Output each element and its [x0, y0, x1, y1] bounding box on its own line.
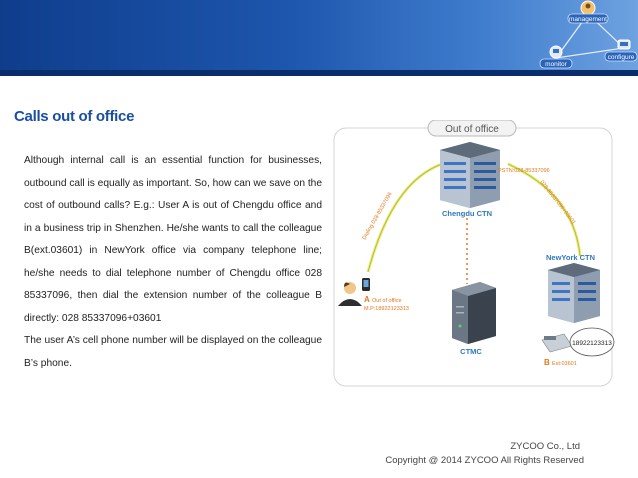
- pstn-label: PSTN:028-85337096: [498, 168, 550, 174]
- calls-out-of-office-diagram: Out of office Dialing 028-85337096 028-8…: [333, 120, 615, 387]
- forward-label: 028-85337096+03601: [538, 180, 576, 226]
- topology-triangle: [554, 13, 626, 59]
- chengdu-label: Chengdu CTN: [442, 209, 492, 218]
- management-pill: [567, 13, 609, 24]
- configure-label: configure: [608, 54, 635, 61]
- body-paragraph-1: Although internal call is an essential f…: [24, 155, 322, 324]
- user-a-status: Out of office: [372, 298, 402, 304]
- user-a-person-icon: [338, 282, 362, 306]
- monitor-label: monitor: [545, 61, 568, 68]
- monitor-node-icon: [549, 45, 563, 59]
- chengdu-building-icon: [440, 142, 500, 208]
- body-text: Although internal call is an essential f…: [24, 150, 322, 375]
- out-of-office-title: Out of office: [445, 124, 499, 135]
- dialing-arc-edge: [367, 163, 443, 273]
- user-b-desk-phone-icon: [541, 333, 573, 353]
- configure-node-icon: [617, 39, 631, 50]
- body-paragraph-2: The user A’s cell phone number will be d…: [24, 335, 322, 369]
- ctmc-label: CTMC: [460, 347, 482, 356]
- header-band: [0, 70, 638, 76]
- user-a-letter: A: [364, 295, 370, 304]
- user-b-letter: B: [544, 358, 550, 367]
- newyork-building-icon: [548, 263, 600, 323]
- management-node-icon: [580, 0, 596, 16]
- out-of-office-title-pill: [427, 120, 517, 137]
- user-a-phone: M.P:18922123313: [364, 306, 409, 312]
- user-a-mobile-icon: [362, 278, 370, 291]
- footer-copyright: Copyright @ 2014 ZYCOO All Rights Reserv…: [385, 455, 584, 466]
- management-topology: management monitor configure: [539, 0, 638, 69]
- header-banner: management monitor configure: [0, 0, 638, 76]
- caller-id-number: 18922123313: [572, 340, 612, 347]
- user-b-ext: Ext:03601: [552, 361, 577, 367]
- configure-pill: [604, 51, 638, 62]
- management-label: management: [569, 16, 607, 23]
- forward-arc: [507, 162, 582, 257]
- footer-company: ZYCOO Co., Ltd: [510, 441, 580, 452]
- newyork-label: NewYork CTN: [546, 253, 595, 262]
- page-title: Calls out of office: [14, 108, 135, 125]
- monitor-pill: [539, 58, 573, 69]
- caller-id-bubble: [569, 327, 615, 357]
- ctmc-server-icon: [452, 282, 496, 344]
- forward-arc-edge: [507, 163, 581, 257]
